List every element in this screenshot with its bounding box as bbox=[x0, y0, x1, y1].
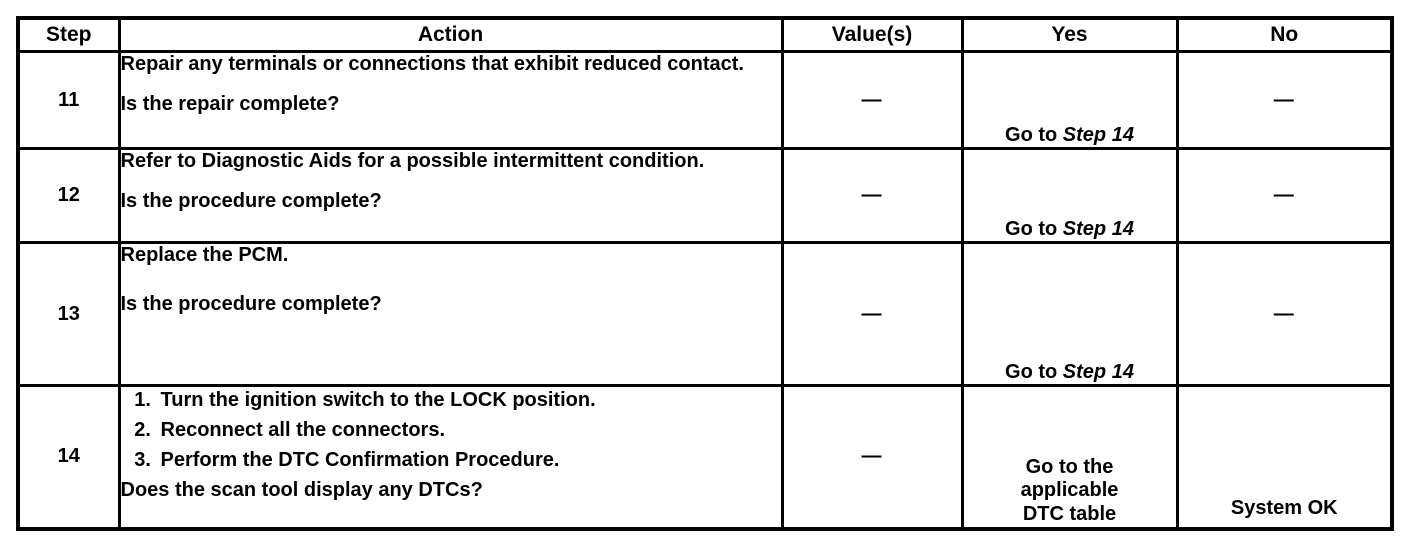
value-dash: — bbox=[861, 184, 883, 206]
table-row-step-13: 13 Replace the PCM. Is the procedure com… bbox=[16, 241, 1394, 387]
no-dash: — bbox=[1273, 302, 1295, 325]
no-dash: — bbox=[1273, 88, 1295, 111]
value-dash: — bbox=[861, 302, 883, 325]
yes-goto-text: Go to Step 14 bbox=[1005, 361, 1134, 383]
col-header-yes: Yes bbox=[960, 16, 1179, 53]
diagnostic-step-table: Step Action Value(s) Yes No 11 Repair an… bbox=[16, 16, 1394, 531]
header-row: Step Action Value(s) Yes No bbox=[16, 16, 1394, 53]
yes-goto-text: Go to Step 14 bbox=[1005, 124, 1134, 146]
action-question: Does the scan tool display any DTCs? bbox=[120, 479, 483, 501]
action-cell: Repair any terminals or connections that… bbox=[117, 50, 784, 150]
value-cell: — bbox=[780, 147, 964, 244]
action-cell: Refer to Diagnostic Aids for a possible … bbox=[117, 147, 784, 244]
action-list-item: Perform the DTC Confirmation Procedure. bbox=[157, 449, 780, 472]
yes-goto-text: Go to Step 14 bbox=[1005, 218, 1134, 240]
value-cell: — bbox=[780, 241, 964, 387]
step-number: 11 bbox=[16, 50, 121, 150]
step-number: 13 bbox=[16, 241, 121, 387]
no-cell: System OK bbox=[1175, 384, 1394, 530]
step-number: 12 bbox=[16, 147, 121, 244]
action-question: Is the repair complete? bbox=[120, 93, 340, 115]
no-result-text: System OK bbox=[1230, 496, 1338, 519]
col-header-action: Action bbox=[117, 16, 784, 53]
yes-cell: Go to Step 14 bbox=[960, 50, 1179, 150]
col-header-values: Value(s) bbox=[780, 16, 964, 53]
table-row-step-11: 11 Repair any terminals or connections t… bbox=[16, 50, 1394, 150]
action-list-item: Reconnect all the connectors. bbox=[157, 419, 780, 442]
value-cell: — bbox=[780, 384, 964, 530]
action-text: Refer to Diagnostic Aids for a possible … bbox=[120, 150, 705, 173]
action-text: Replace the PCM. bbox=[120, 244, 289, 267]
no-dash: — bbox=[1273, 184, 1295, 206]
no-cell: — bbox=[1175, 147, 1394, 244]
step-reference: Step 14 bbox=[1062, 218, 1134, 240]
yes-cell: Go to the applicable DTC table bbox=[960, 384, 1179, 530]
value-cell: — bbox=[780, 50, 964, 150]
action-step-list: Turn the ignition switch to the LOCK pos… bbox=[122, 389, 780, 472]
no-cell: — bbox=[1175, 241, 1394, 387]
yes-cell: Go to Step 14 bbox=[960, 241, 1179, 387]
no-cell: — bbox=[1175, 50, 1394, 150]
yes-goto-text: Go to the applicable DTC table bbox=[1020, 455, 1119, 525]
action-cell: Replace the PCM. Is the procedure comple… bbox=[117, 241, 784, 387]
col-header-no: No bbox=[1175, 16, 1394, 53]
action-question: Is the procedure complete? bbox=[120, 190, 382, 212]
col-header-step: Step bbox=[16, 16, 121, 53]
table-row-step-12: 12 Refer to Diagnostic Aids for a possib… bbox=[16, 147, 1394, 244]
step-number: 14 bbox=[16, 384, 121, 530]
step-reference: Step 14 bbox=[1062, 124, 1134, 146]
action-question: Is the procedure complete? bbox=[120, 293, 382, 315]
table-row-step-14: 14 Turn the ignition switch to the LOCK … bbox=[16, 384, 1394, 530]
action-text: Repair any terminals or connections that… bbox=[120, 53, 744, 76]
action-list-item: Turn the ignition switch to the LOCK pos… bbox=[157, 389, 780, 412]
value-dash: — bbox=[861, 445, 883, 468]
yes-cell: Go to Step 14 bbox=[960, 147, 1179, 244]
step-reference: Step 14 bbox=[1062, 361, 1134, 383]
action-cell: Turn the ignition switch to the LOCK pos… bbox=[117, 384, 784, 530]
value-dash: — bbox=[861, 88, 883, 111]
